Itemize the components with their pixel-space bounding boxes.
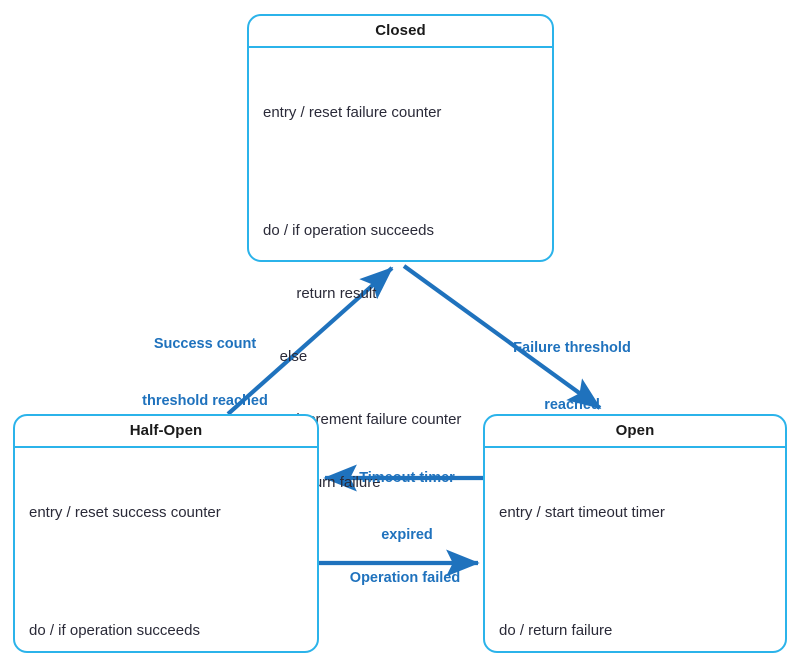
transition-label-line1: Success count xyxy=(153,336,257,352)
state-line: else xyxy=(263,348,308,365)
transition-label-line1: Failure threshold xyxy=(513,340,631,356)
state-title-closed: Closed xyxy=(249,16,552,48)
state-body-half-open: entry / reset success counter do / if op… xyxy=(15,448,317,666)
state-title-half-open: Half-Open xyxy=(15,416,317,448)
state-line-spacer xyxy=(29,565,303,578)
state-node-open[interactable]: Open entry / start timeout timer do / re… xyxy=(483,414,787,653)
transition-label-line2: reached xyxy=(544,397,600,413)
state-line-spacer xyxy=(499,565,771,578)
state-line: do / if operation succeeds xyxy=(263,222,434,239)
state-line: entry / reset success counter xyxy=(29,504,221,521)
transition-label-line2: expired xyxy=(381,527,433,543)
transition-label-failure-threshold: Failure threshold reached xyxy=(479,301,665,453)
state-node-half-open[interactable]: Half-Open entry / reset success counter … xyxy=(13,414,319,653)
state-line-spacer xyxy=(263,165,538,178)
transition-label-success-threshold: Success count threshold reached xyxy=(112,297,298,449)
state-node-closed[interactable]: Closed entry / reset failure counter do … xyxy=(247,14,554,609)
state-line: return result xyxy=(263,285,377,302)
state-body-open: entry / start timeout timer do / return … xyxy=(485,448,785,666)
state-title-open: Open xyxy=(485,416,785,448)
state-line: do / return failure xyxy=(499,622,613,639)
state-line: do / if operation succeeds xyxy=(29,622,200,639)
transition-label-line2: threshold reached xyxy=(142,393,268,409)
transition-label-operation-failed: Operation failed xyxy=(320,531,490,626)
transition-label-line1: Operation failed xyxy=(349,570,461,586)
state-line: entry / reset failure counter xyxy=(263,104,442,121)
transition-label-timeout-expired: Timeout timer expired xyxy=(327,431,487,583)
transition-label-line1: Timeout timer xyxy=(359,470,455,486)
state-line: entry / start timeout timer xyxy=(499,504,665,521)
